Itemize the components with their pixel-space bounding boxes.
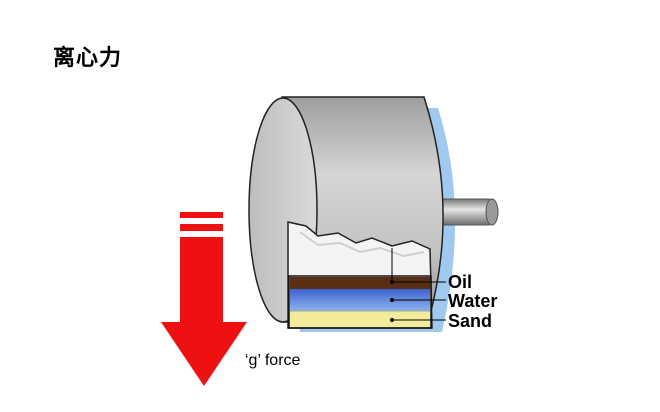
label-water: Water [448, 291, 497, 311]
layer-sand [290, 311, 430, 327]
g-force-arrow-icon [161, 212, 247, 386]
g-force-label: ‘g’ force [245, 352, 301, 369]
layer-oil [290, 277, 430, 289]
label-oil: Oil [448, 272, 472, 292]
drum-shaft [439, 198, 493, 226]
page-title: 离心力 [53, 46, 123, 71]
label-sand: Sand [448, 311, 492, 331]
layer-water [290, 289, 430, 311]
